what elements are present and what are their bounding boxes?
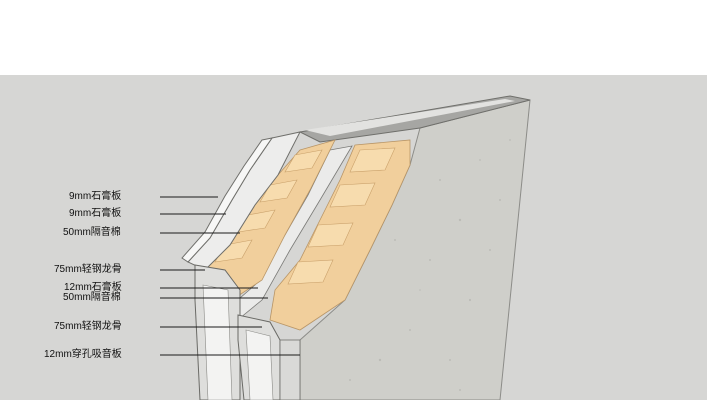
perforated-board-edge — [279, 339, 301, 400]
label-gypsum-9mm-a: 9mm石膏板 — [69, 191, 122, 202]
insulation-outer-blocks — [214, 149, 323, 263]
label-wool-50mm-a: 50mm隔音棉 — [63, 227, 121, 238]
label-perforated-12mm: 12mm穿孔吸音板 — [44, 349, 122, 360]
steel-stud-a-inner — [202, 284, 233, 400]
gypsum-9mm-outer-2 — [181, 137, 274, 263]
insulation-inner-blocks — [287, 147, 396, 285]
label-stud-75mm-a: 75mm轻钢龙骨 — [54, 264, 122, 275]
label-stud-75mm-b: 75mm轻钢龙骨 — [54, 321, 122, 332]
label-wool-50mm-b: 50mm隔音棉 — [63, 292, 121, 303]
top-cap-light — [305, 99, 515, 136]
leader-lines — [160, 196, 300, 356]
label-gypsum-12mm: 12mm石膏板 — [64, 282, 122, 293]
steel-stud-b-inner — [245, 329, 274, 400]
top-margin — [0, 0, 707, 75]
label-gypsum-9mm-b: 9mm石膏板 — [69, 208, 122, 219]
concrete-texture — [349, 139, 511, 391]
